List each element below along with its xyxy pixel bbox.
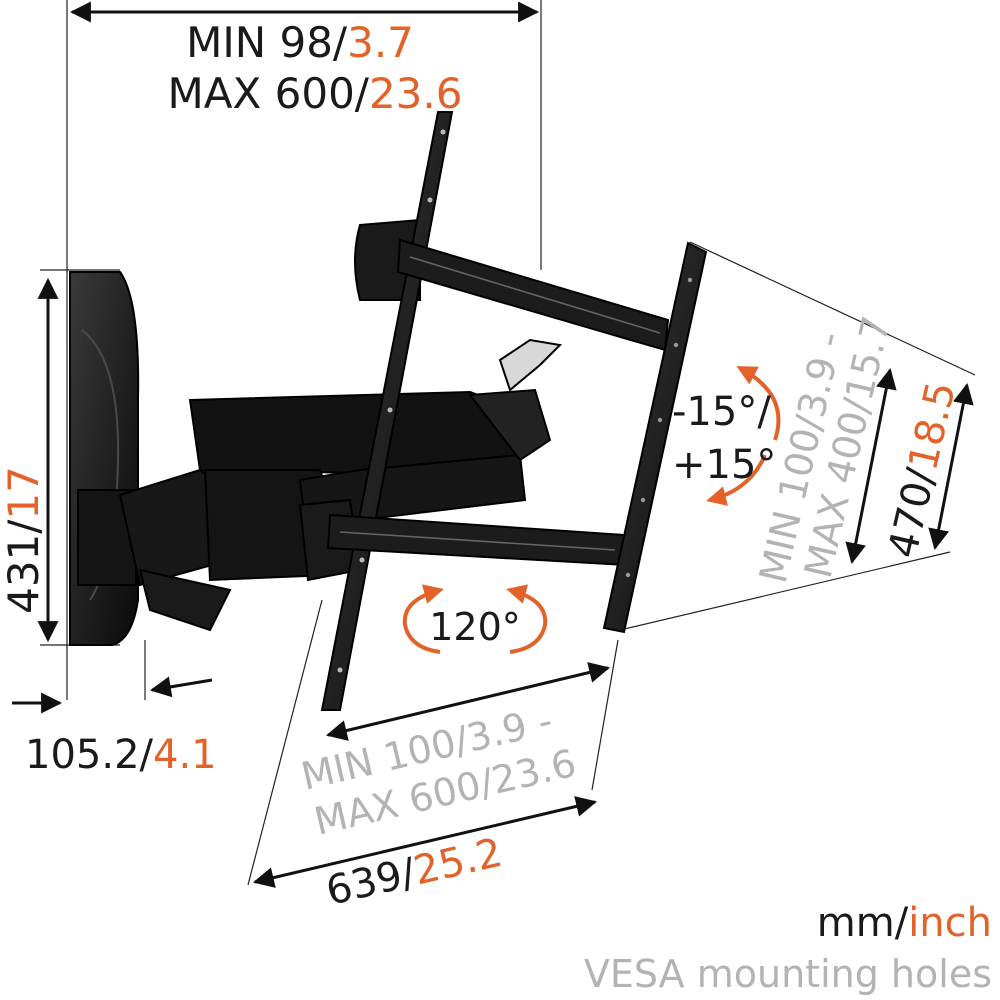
tilt-minus-label: -15°/ [672,389,771,435]
top-width-max-label: MAX 600/23.6 [168,69,463,118]
vesa-vertical-arrow [928,382,974,551]
tv-plate [602,241,708,634]
double-arrow-arc-icon [402,584,548,654]
vesa-caption: VESA mounting holes [584,952,992,996]
tilt-plus-label: +15° [672,442,776,488]
tilt-arc-icon [706,366,781,506]
depth-label: 105.2/4.1 [25,732,217,778]
vesa-arms [326,238,670,567]
wall-plate [69,271,140,646]
dimension-arrows [12,1,974,888]
plate-height-arrow [845,367,897,565]
reach-label: 639/25.2 [322,830,507,915]
depth-arrow-right [149,676,213,698]
arm-assembly [77,218,563,632]
units-legend: mm/inch [817,900,992,946]
wall-height-label: 431/17 [0,466,48,614]
top-width-min-label: MIN 98/3.7 [186,18,414,67]
plate-height-label: 470/18.5 [880,378,965,563]
vesa-horizontal-arrow [325,662,611,741]
reach-arrow [252,796,598,888]
swivel-label: 120° [429,605,521,649]
